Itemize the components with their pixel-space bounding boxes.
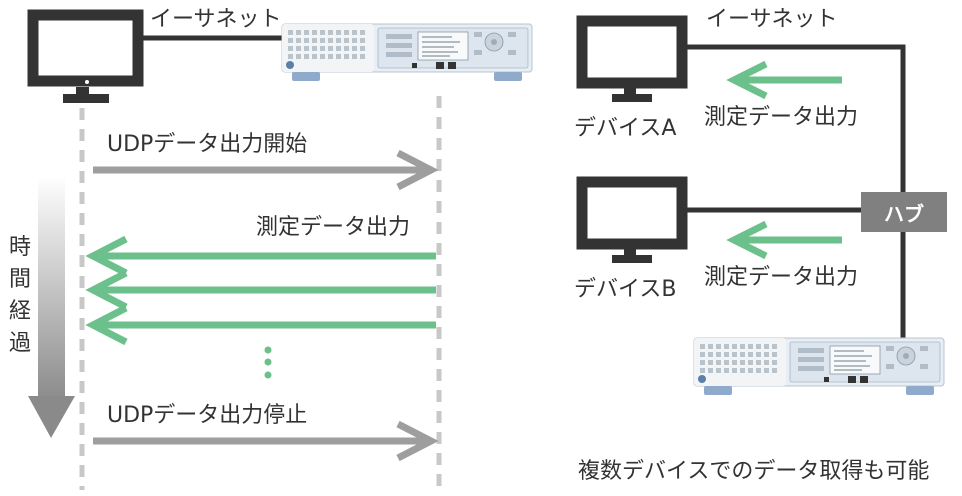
right-panel: [576, 15, 945, 396]
left-panel: [27, 9, 533, 490]
hub-box: ハブ: [861, 192, 947, 232]
measure-data-label-b: 測定データ出力: [704, 265, 859, 290]
monitor-icon: [27, 9, 144, 103]
monitor-icon: [576, 15, 688, 102]
udp-start-label: UDPデータ出力開始: [107, 132, 308, 157]
ethernet-label-right: イーサネット: [706, 7, 838, 32]
elapsed-time-label: 時 間 経 過: [6, 232, 34, 360]
measure-data-label-a: 測定データ出力: [704, 105, 859, 130]
time-label-char: 間: [8, 267, 31, 292]
monitor-icon: [576, 176, 688, 263]
hub-label: ハブ: [884, 201, 924, 226]
ethernet-label-left: イーサネット: [150, 7, 282, 32]
ellipsis-dots-icon: [264, 346, 272, 379]
time-arrow-icon: [28, 176, 75, 438]
arrow-left-icon: [726, 220, 842, 260]
arrow-left-icon: [85, 304, 436, 346]
arrow-left-icon: [726, 60, 842, 100]
measure-data-label-left: 測定データ出力: [256, 215, 411, 240]
instrument-icon: [693, 337, 945, 396]
device-b-label: デバイスB: [574, 277, 677, 302]
time-label-char: 時: [8, 235, 31, 260]
multi-device-caption: 複数デバイスでのデータ取得も可能: [578, 459, 930, 484]
ethernet-cable-right: [687, 44, 906, 341]
arrow-left-icon: [85, 269, 436, 311]
udp-stop-label: UDPデータ出力停止: [107, 403, 308, 428]
arrow-right-icon: [93, 149, 439, 191]
device-a-label: デバイスA: [574, 116, 677, 141]
time-label-char: 過: [8, 331, 31, 356]
instrument-icon: [281, 23, 533, 82]
arrow-left-icon: [85, 235, 436, 277]
time-label-char: 経: [8, 299, 31, 324]
arrow-right-icon: [93, 420, 439, 462]
